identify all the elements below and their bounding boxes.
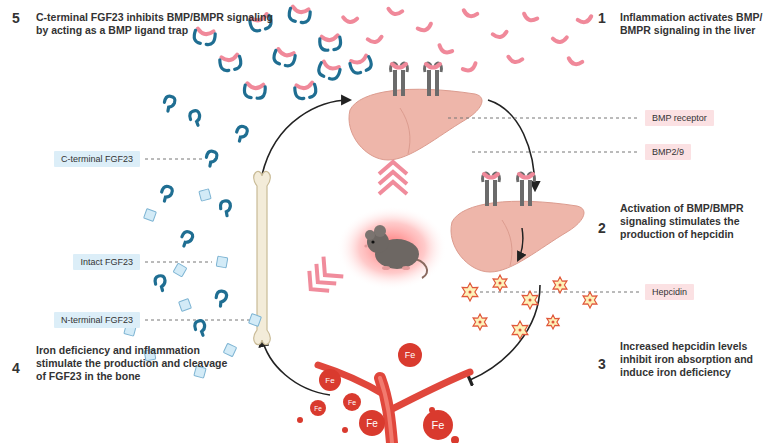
mouse [337,206,447,290]
callout-label: BMP2/9 [652,147,684,157]
callout-label: Hepcidin [652,287,687,297]
chevrons [379,162,407,194]
callout-number: 2 [598,220,606,236]
iron-circle: Fe [359,410,385,436]
element-symbol: Fe [405,350,416,360]
chevrons [301,257,343,299]
element-symbol: Fe [314,405,322,412]
callout-label: C-terminal FGF23 [61,154,133,164]
bmp-receptor [391,63,408,96]
step-text: Iron deficiency and inflammation stimula… [36,344,236,383]
callout-label: BMP receptor [652,113,707,123]
callout-box: C-terminal FGF23 [54,151,140,167]
element-symbol: Fe [325,376,334,385]
callout-box: BMP receptor [645,110,714,126]
callout-box: N-terminal FGF23 [54,312,140,328]
bmp-receptor [483,173,500,206]
callout-box: Hepcidin [645,284,694,300]
element-symbol: Fe [348,399,356,406]
iron-circle: Fe [319,369,341,391]
iron-circle: Fe [423,410,453,440]
blood-vessel [318,365,470,443]
inhibition-line [470,285,540,380]
step-text: Increased hepcidin levels inhibit iron a… [620,340,770,379]
bmp-receptor [425,63,442,96]
molecules [124,6,597,443]
cycle-arrow [262,100,350,175]
step-text: C-terminal FGF23 inhibits BMP/BMPR signa… [36,11,276,37]
leader-lines [145,118,640,320]
step-text: Inflammation activates BMP/ BMPR signali… [620,11,770,37]
callout-number: 4 [12,360,20,376]
iron-circle: Fe [398,343,422,367]
callout-number: 3 [598,356,606,372]
iron-circle: Fe [310,400,326,416]
element-symbol: Fe [366,418,378,429]
callout-number: 5 [12,10,20,26]
callout-label: Intact FGF23 [80,257,133,267]
callout-label: N-terminal FGF23 [61,315,133,325]
callout-number: 1 [598,10,606,26]
liver [349,89,482,160]
bmp-receptor [518,173,535,206]
step-text: Activation of BMP/BMPR signaling stimula… [620,202,770,241]
liver [451,201,584,272]
callout-box: Intact FGF23 [73,254,140,270]
callout-box: BMP2/9 [645,144,691,160]
iron-circle: Fe [343,393,361,411]
element-symbol: Fe [432,419,445,431]
